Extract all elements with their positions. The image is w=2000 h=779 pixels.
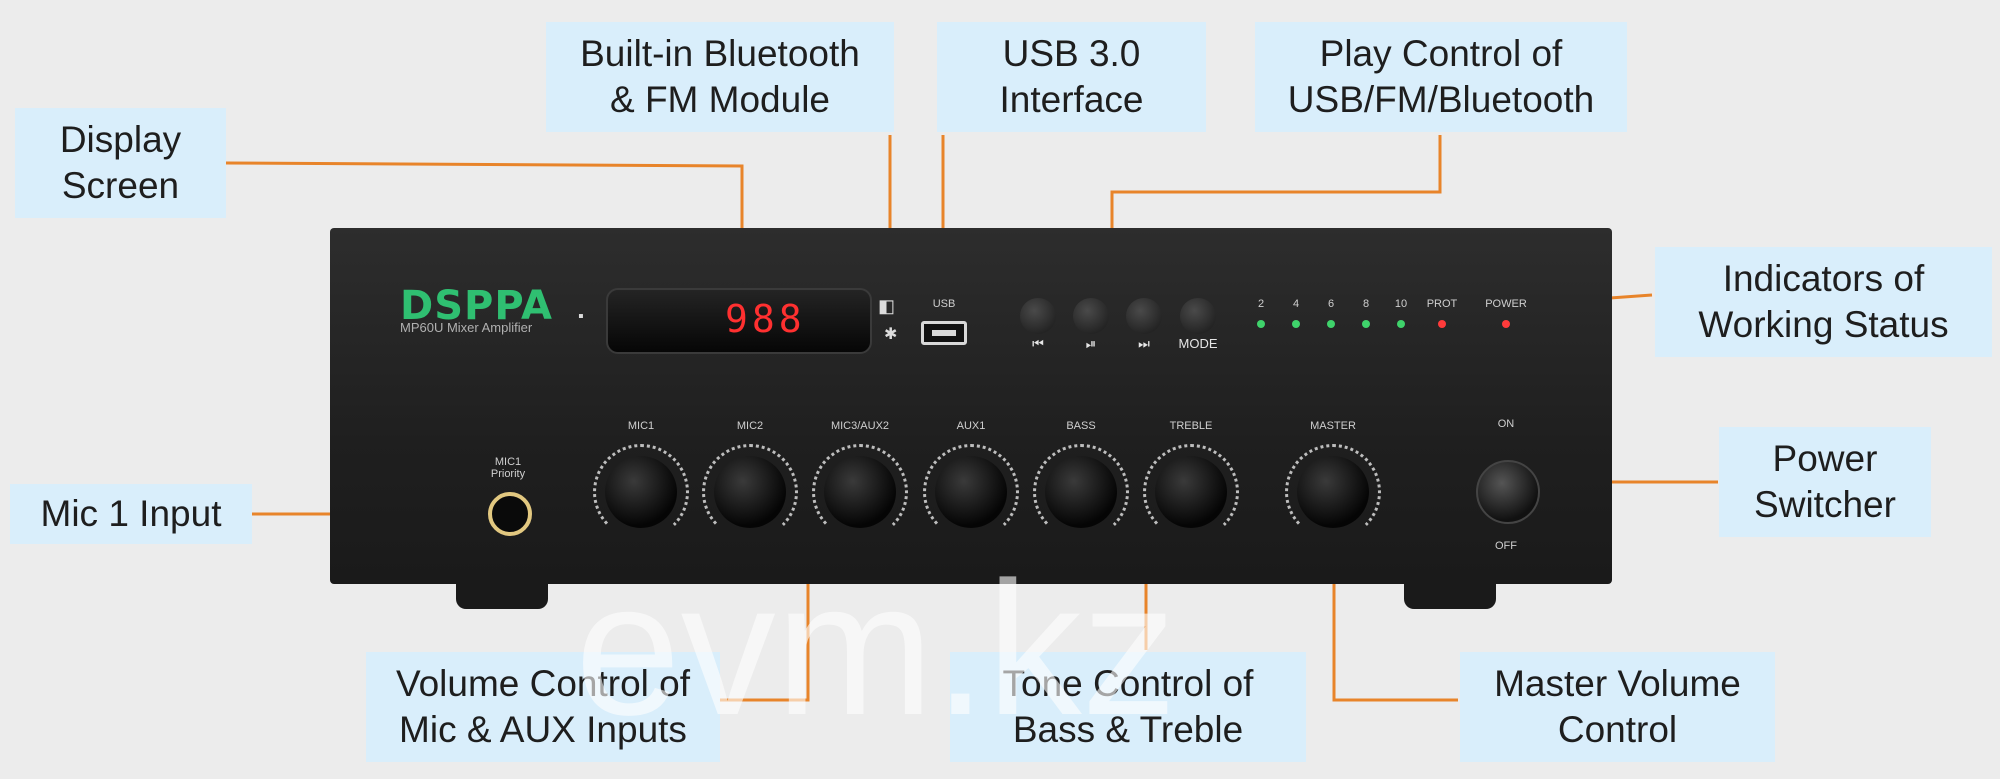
callout-power-switcher: Power Switcher — [1719, 427, 1931, 537]
led-power — [1502, 320, 1510, 328]
led-prot — [1438, 320, 1446, 328]
previous-button[interactable] — [1020, 298, 1056, 334]
leader-volume — [720, 546, 810, 702]
indicator-label-power: POWER — [1485, 298, 1527, 310]
led-2 — [1257, 320, 1265, 328]
knob-label-master: MASTER — [1310, 420, 1356, 432]
callout-volume-control: Volume Control of Mic & AUX Inputs — [366, 652, 720, 762]
callout-display-screen: Display Screen — [15, 108, 226, 218]
power-on-label: ON — [1497, 418, 1515, 430]
knob-label-mic1: MIC1 — [627, 420, 655, 432]
brand-logo: DSPPA — [400, 283, 553, 329]
play-pause-icon: ⏯ — [1085, 336, 1097, 351]
fm-antenna-icon: ◧ — [878, 296, 896, 316]
knob-label-aux1: AUX1 — [956, 420, 986, 432]
knob-label-mic3-aux2: MIC3/AUX2 — [830, 420, 890, 432]
watermark: evm.kz — [575, 543, 1177, 755]
callout-bluetooth-fm: Built-in Bluetooth & FM Module — [546, 22, 894, 132]
next-button[interactable] — [1126, 298, 1162, 334]
indicator-label-10: 10 — [1394, 298, 1408, 310]
led-6 — [1327, 320, 1335, 328]
device-foot-left — [456, 583, 548, 609]
play-pause-button[interactable] — [1073, 298, 1109, 334]
mic1-input-jack[interactable] — [488, 492, 532, 536]
mic1-input-label: MIC1 Priority — [490, 456, 526, 480]
knob-label-mic2: MIC2 — [736, 420, 764, 432]
callout-tone-control: Tone Control of Bass & Treble — [950, 652, 1306, 762]
mic3-aux2-volume-knob[interactable] — [824, 456, 896, 528]
led-8 — [1362, 320, 1370, 328]
mic1-volume-knob[interactable] — [605, 456, 677, 528]
bass-knob[interactable] — [1045, 456, 1117, 528]
indicator-label-8: 8 — [1362, 298, 1370, 310]
model-name: MP60U Mixer Amplifier — [400, 320, 533, 335]
usb-port[interactable] — [921, 321, 967, 345]
indicator-label-2: 2 — [1257, 298, 1265, 310]
power-off-label: OFF — [1495, 540, 1517, 552]
mode-label: MODE — [1178, 336, 1218, 351]
power-switch[interactable] — [1476, 460, 1540, 524]
indicator-label-6: 6 — [1327, 298, 1335, 310]
callout-master-volume: Master Volume Control — [1460, 652, 1775, 762]
callout-usb-interface: USB 3.0 Interface — [937, 22, 1206, 132]
aux1-volume-knob[interactable] — [935, 456, 1007, 528]
led-4 — [1292, 320, 1300, 328]
led-10 — [1397, 320, 1405, 328]
callout-mic1-input: Mic 1 Input — [10, 484, 252, 544]
callout-indicators: Indicators of Working Status — [1655, 247, 1992, 357]
mic2-volume-knob[interactable] — [714, 456, 786, 528]
previous-icon: ⏮ — [1032, 336, 1044, 351]
indicator-label-prot: PROT — [1426, 298, 1458, 310]
mode-button[interactable] — [1180, 298, 1216, 334]
device-foot-right — [1404, 583, 1496, 609]
indicator-label-4: 4 — [1292, 298, 1300, 310]
knob-label-bass: BASS — [1066, 420, 1096, 432]
knob-label-treble: TREBLE — [1169, 420, 1213, 432]
bluetooth-icon: ✱ — [884, 326, 898, 343]
next-icon: ⏭ — [1138, 336, 1150, 351]
treble-knob[interactable] — [1155, 456, 1227, 528]
master-volume-knob[interactable] — [1297, 456, 1369, 528]
callout-play-control: Play Control of USB/FM/Bluetooth — [1255, 22, 1627, 132]
small-square-icon: ▪ — [578, 308, 584, 325]
usb-label: USB — [932, 298, 956, 310]
display-value: 988 — [725, 297, 806, 341]
display-screen — [606, 288, 872, 354]
